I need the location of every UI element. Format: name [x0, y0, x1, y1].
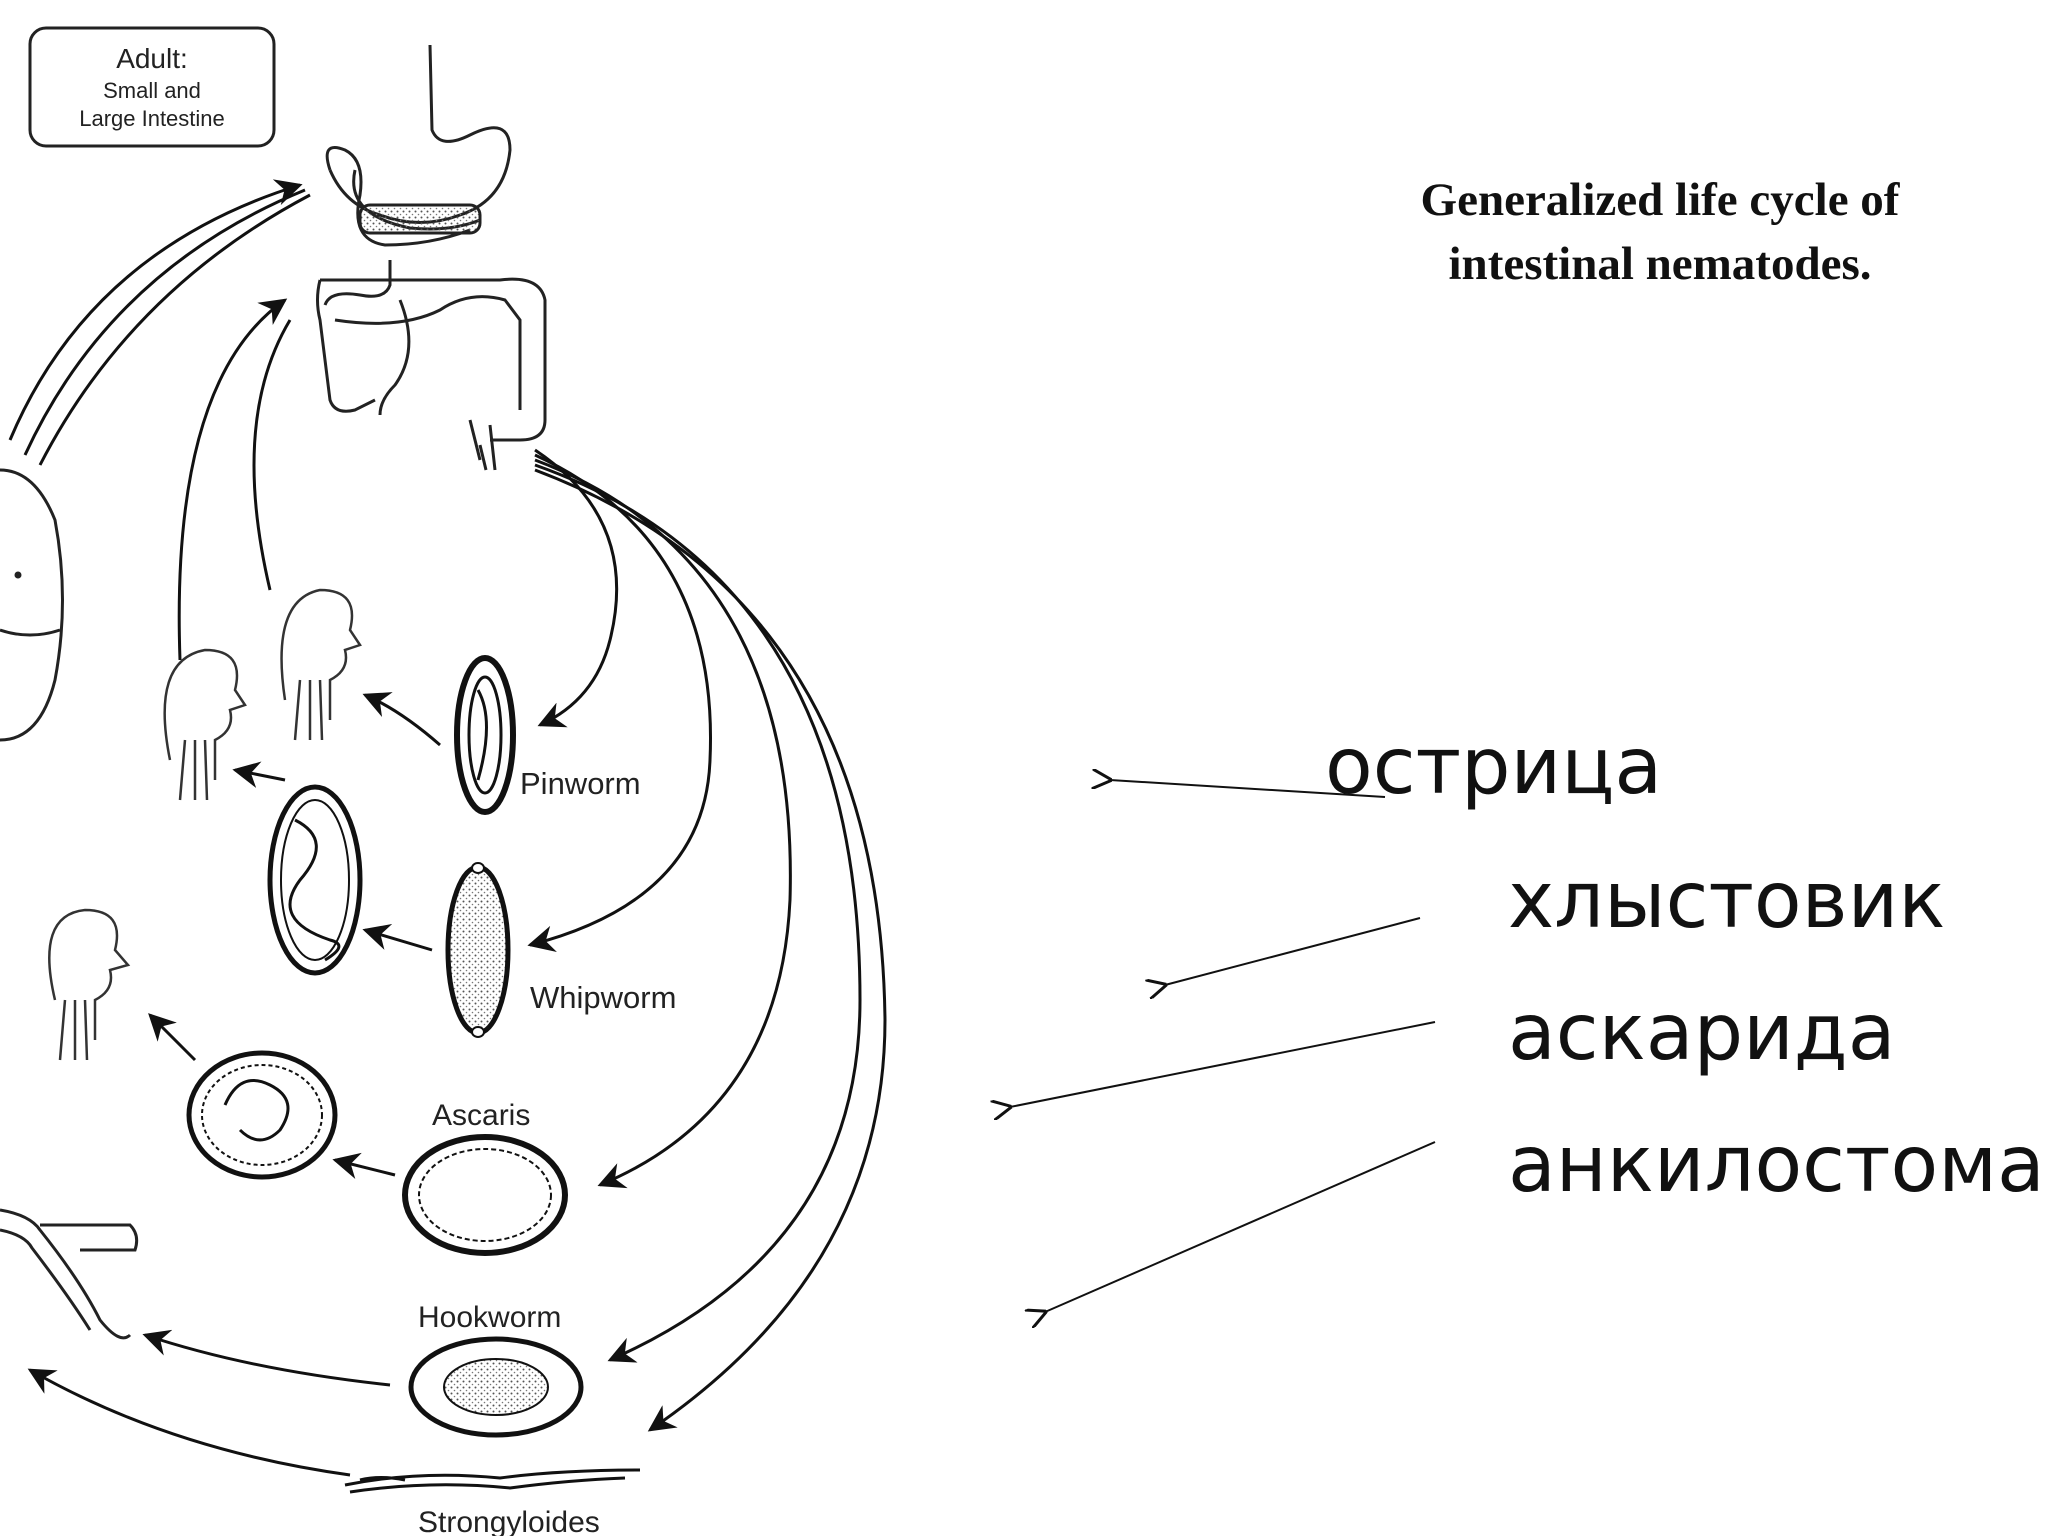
pinworm-label: Pinworm	[520, 766, 641, 801]
label-hookworm-ru: анкилостома	[1508, 1120, 2045, 1210]
partial-organ-left	[0, 468, 64, 742]
adult-sublabel-1: Small and	[103, 78, 201, 103]
human-head-icon	[48, 908, 131, 1061]
title-line-1: Generalized life cycle of	[1420, 174, 1900, 226]
human-head-icon	[280, 588, 362, 741]
hookworm-label: Hookworm	[418, 1301, 561, 1334]
russian-label-pointers	[1010, 780, 1436, 1312]
whipworm-label: Whipworm	[530, 980, 676, 1015]
excretion-paths	[527, 448, 887, 1432]
diagram-title: Generalized life cycle of intestinal nem…	[1260, 168, 2048, 296]
human-head-icon	[163, 648, 247, 801]
hookworm-egg-icon	[408, 1336, 584, 1438]
whipworm-larvated-egg-icon	[445, 862, 511, 1038]
label-ascaris-ru: аскарида	[1508, 988, 1896, 1078]
intestine-illustration	[316, 44, 547, 471]
whipworm-egg-icon	[267, 784, 363, 976]
egg-to-host-arrows	[27, 692, 441, 1477]
ascaris-egg-icon	[402, 1134, 568, 1256]
label-whipworm-ru: хлыстовик	[1508, 856, 1946, 946]
infection-paths	[8, 179, 311, 661]
strongyloides-larva-icon	[344, 1468, 641, 1494]
adult-location-box: Adult: Small and Large Intestine	[28, 26, 276, 148]
title-line-2: intestinal nematodes.	[1448, 238, 1872, 290]
label-pinworm-ru: острица	[1325, 722, 1663, 812]
adult-label: Adult:	[116, 43, 188, 74]
adult-sublabel-2: Large Intestine	[79, 106, 225, 131]
ascaris-label: Ascaris	[432, 1099, 530, 1132]
ascaris-embryonated-egg-icon	[186, 1050, 338, 1180]
strongyloides-label: Strongyloides	[418, 1506, 600, 1536]
pinworm-egg-icon	[454, 655, 516, 815]
worm-larva-icon	[0, 1208, 139, 1340]
